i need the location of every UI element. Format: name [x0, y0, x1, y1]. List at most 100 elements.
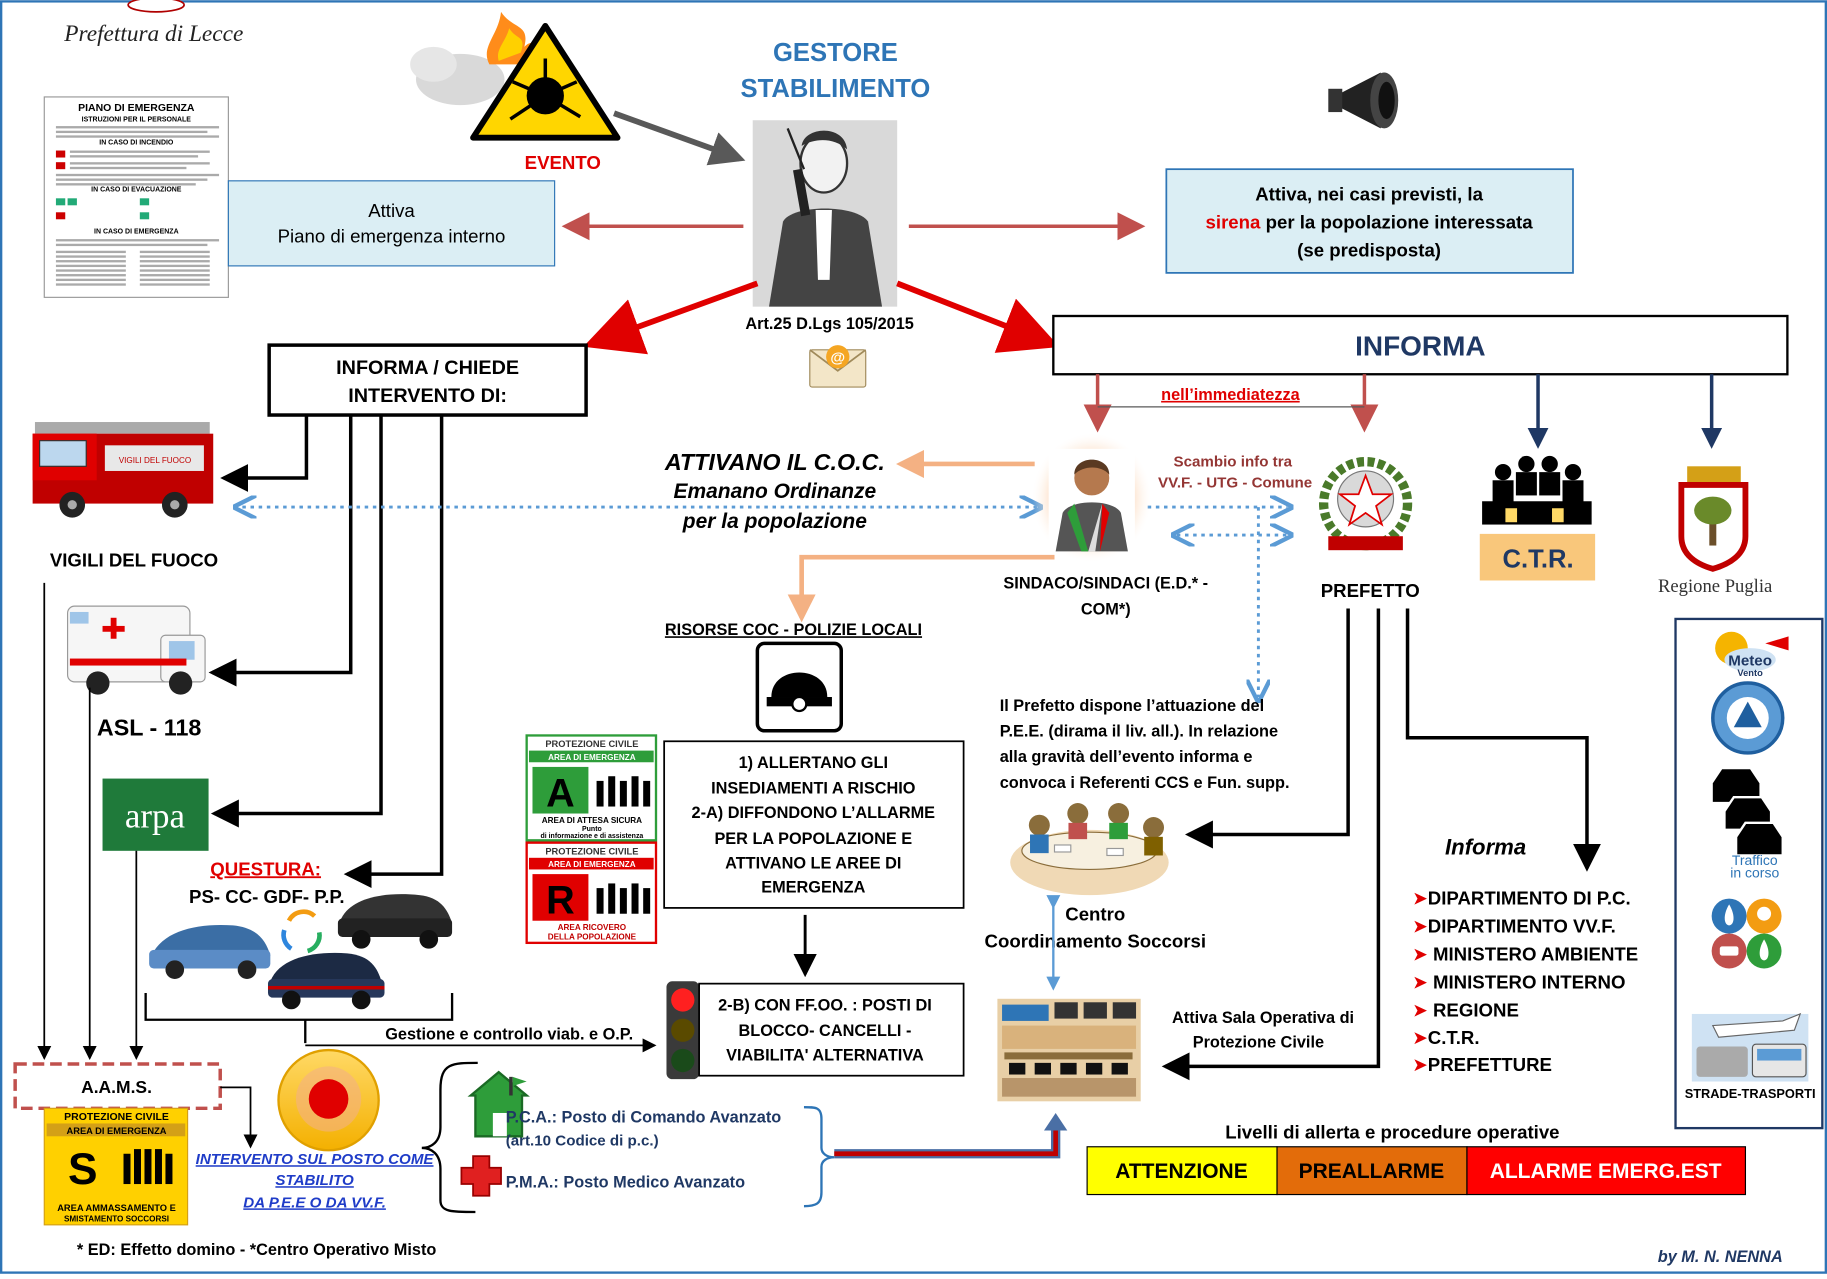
- traffic-light-icon: [666, 981, 700, 1080]
- sindaco-line2: COM*): [1081, 600, 1131, 618]
- area-ammassamento-sign: PROTEZIONE CIVILE AREA DI EMERGENZA S AR…: [43, 1107, 189, 1226]
- sirena-line2: sirena per la popolazione interessata: [1206, 212, 1534, 233]
- nell-immediatezza-label: nell’immediatezza: [1161, 386, 1301, 404]
- police-helmet-icon: [755, 641, 844, 733]
- livello-attenzione-label: ATTENZIONE: [1115, 1160, 1247, 1183]
- area-a-caption: di informazione e di assistenza: [540, 833, 643, 840]
- prefetto-dispone-line: alla gravità dell’evento informa e: [1000, 748, 1253, 766]
- allertano-line: EMERGENZA: [761, 879, 865, 897]
- evento-to-gestore-arrow: [613, 110, 746, 166]
- questura-forces: PS- CC- GDF- P.P.: [189, 886, 345, 907]
- piano-doc-section: IN CASO DI EVACUAZIONE: [91, 186, 182, 193]
- meteo-icon: Meteo Vento: [1715, 631, 1789, 678]
- informa-list-item: ➤ MINISTERO AMBIENTE: [1412, 943, 1638, 964]
- sala-line2: Protezione Civile: [1193, 1034, 1324, 1052]
- centro-line1: Centro: [1065, 904, 1125, 925]
- ctr-meeting-icon: [1479, 452, 1594, 525]
- arpa-label: arpa: [125, 797, 186, 836]
- informa-chiede-box: [267, 343, 588, 417]
- pca-line1: P.C.A.: Posto di Comando Avanzato: [506, 1108, 782, 1126]
- gestore-to-informa-chiede-arrow: [583, 280, 759, 355]
- attiva-piano-box: [227, 180, 556, 267]
- area-a-band: AREA DI EMERGENZA: [548, 753, 636, 762]
- pca-pma-right-bracket: [803, 1105, 835, 1208]
- prefettura-emblem-icon: [127, 0, 185, 13]
- explosion-warning-icon: [410, 11, 621, 141]
- sala-operativa-icon: [997, 998, 1141, 1102]
- police-cars-icon: [149, 894, 453, 1010]
- informa-list-item: ➤ MINISTERO INTERNO: [1412, 971, 1625, 992]
- traffico-line1: Traffico: [1732, 852, 1778, 868]
- strade-trasporti-label: STRADE-TRASPORTI: [1685, 1086, 1816, 1101]
- sirena-line1: Attiva, nei casi previsti, la: [1255, 184, 1483, 205]
- area-attesa-sign: PROTEZIONE CIVILE AREA DI EMERGENZA A AR…: [525, 734, 658, 842]
- gestore-article: Art.25 D.Lgs 105/2015: [745, 315, 914, 333]
- informa-box: [1052, 314, 1789, 376]
- protezione-civile-emblem-icon: [1711, 681, 1785, 755]
- gestore-title-line2: STABILIMENTO: [741, 75, 931, 103]
- livelli-title: Livelli di allerta e procedure operative: [1225, 1122, 1559, 1143]
- vigili-label: VIGILI DEL FUOCO: [50, 550, 218, 571]
- centro-line2: Coordinamento Soccorsi: [985, 931, 1206, 952]
- fire-truck-text: VIGILI DEL FUOCO: [119, 456, 192, 465]
- area-s-letter: S: [68, 1145, 98, 1194]
- piano-doc-subtitle: ISTRUZIONI PER IL PERSONALE: [82, 116, 192, 123]
- area-r-caption: DELLA POPOLAZIONE: [548, 932, 637, 941]
- to-sala-flow-shadow: [834, 1128, 1061, 1159]
- sirena-word: sirena: [1206, 212, 1262, 233]
- evento-label: EVENTO: [525, 152, 601, 173]
- sirena-box: [1165, 168, 1574, 274]
- informa-list-item: ➤C.T.R.: [1412, 1027, 1479, 1048]
- informa-title: INFORMA: [1355, 331, 1485, 362]
- sindaco-icon: [1032, 433, 1152, 562]
- area-r-band: AREA DI EMERGENZA: [548, 860, 636, 869]
- risorse-label: RISORSE COC - POLIZIE LOCALI: [665, 621, 922, 639]
- area-a-caption: Punto: [582, 826, 602, 833]
- prefettura-title: Prefettura di Lecce: [63, 21, 243, 47]
- informa-list: ➤DIPARTIMENTO DI P.C. ➤DIPARTIMENTO VV.F…: [1412, 887, 1638, 1075]
- area-a-header: PROTEZIONE CIVILE: [545, 739, 638, 749]
- siren-icon: [1316, 46, 1434, 143]
- fire-truck-icon: VIGILI DEL FUOCO: [32, 422, 214, 518]
- allertano-box: [663, 740, 965, 909]
- regione-label: Regione Puglia: [1658, 576, 1773, 597]
- livello-attenzione: [1086, 1146, 1278, 1196]
- ffoo-line: 2-B) CON FF.OO. : POSTI DI: [718, 996, 932, 1014]
- area-s-caption: AREA AMMASSAMENTO E: [57, 1203, 176, 1213]
- ctr-label: C.T.R.: [1502, 546, 1573, 574]
- utilities-icon: [1711, 898, 1782, 969]
- area-r-caption: AREA RICOVERO: [558, 923, 626, 932]
- gestore-person-icon: [752, 120, 898, 307]
- ffoo-line: VIABILITA' ALTERNATIVA: [726, 1047, 924, 1065]
- trasporti-icon: [1691, 1012, 1809, 1082]
- scambio-line2: VV.F. - UTG - Comune: [1158, 474, 1312, 491]
- email-icon: @: [809, 345, 867, 388]
- piano-doc-title: PIANO DI EMERGENZA: [78, 103, 195, 114]
- livello-allarme: [1466, 1146, 1747, 1196]
- gestore-title-line1: GESTORE: [773, 39, 898, 67]
- allertano-line: ATTIVANO LE AREE DI: [725, 854, 901, 872]
- prefetto-connectors: [1161, 608, 1601, 1081]
- informa-list-item: ➤ REGIONE: [1412, 999, 1519, 1020]
- informa-chiede-connectors: [208, 415, 444, 889]
- prefetto-dispone-line: Il Prefetto dispone l’attuazione del: [1000, 697, 1264, 715]
- livello-preallarme-label: PREALLARME: [1299, 1160, 1445, 1183]
- intervento-line: STABILITO: [275, 1172, 354, 1189]
- livello-allarme-label: ALLARME EMERG.EST: [1490, 1160, 1722, 1183]
- pma-label: P.M.A.: Posto Medico Avanzato: [506, 1174, 745, 1192]
- repubblica-emblem-icon: [1318, 456, 1413, 551]
- prefetto-dispone-line: P.E.E. (dirama il liv. all.). In relazio…: [1000, 723, 1278, 741]
- informa-chiede-line2: INTERVENTO DI:: [348, 385, 507, 407]
- sirena-line2-rest: per la popolazione interessata: [1260, 212, 1533, 233]
- author-signature: by M. N. NENNA: [1658, 1248, 1783, 1266]
- livello-preallarme: [1276, 1146, 1468, 1196]
- pca-line2: (art.10 Codice di p.c.): [506, 1133, 659, 1150]
- gestore-to-informa-arrow: [896, 280, 1060, 353]
- piano-doc-section: IN CASO DI EMERGENZA: [94, 228, 179, 235]
- footnote: * ED: Effetto domino - *Centro Operativo…: [77, 1241, 436, 1259]
- gestione-label: Gestione e controllo viab. e O.P.: [385, 1026, 633, 1044]
- coc-line2: Emanano Ordinanze: [673, 480, 876, 503]
- area-a-letter: A: [546, 772, 575, 816]
- intervento-line: INTERVENTO SUL POSTO COME: [196, 1151, 435, 1168]
